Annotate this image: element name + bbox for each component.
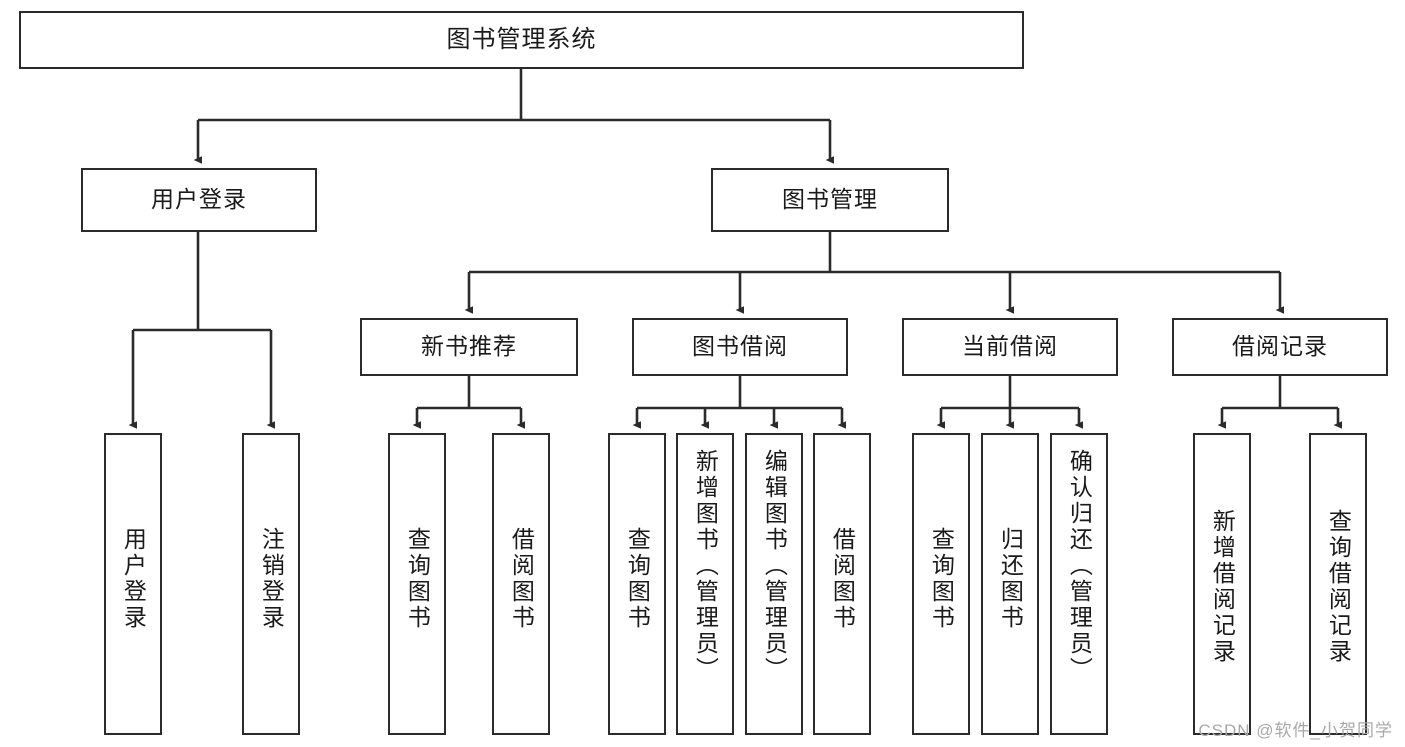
leaf-user-login[interactable]: 用户登录 (104, 433, 162, 735)
node-user-login[interactable]: 用户登录 (81, 168, 317, 232)
leaf-query-book-recommend[interactable]: 查询图书 (388, 433, 446, 735)
leaf-label: 借阅图书 (508, 527, 535, 631)
leaf-label: 新增借阅记录 (1209, 509, 1236, 665)
leaf-label: 借阅图书 (829, 527, 856, 631)
leaf-borrow-book-borrow[interactable]: 借阅图书 (813, 433, 871, 735)
leaf-add-borrow-record[interactable]: 新增借阅记录 (1193, 433, 1251, 735)
node-new-book-recommend[interactable]: 新书推荐 (360, 318, 578, 376)
node-book-management[interactable]: 图书管理 (711, 168, 949, 232)
leaf-label: 新增图书（管理员） (692, 449, 719, 683)
leaf-label: 归还图书 (997, 527, 1024, 631)
node-root-book-management-system[interactable]: 图书管理系统 (19, 11, 1024, 69)
leaf-return-book[interactable]: 归还图书 (981, 433, 1039, 735)
leaf-borrow-book-recommend[interactable]: 借阅图书 (492, 433, 550, 735)
leaf-add-book-admin[interactable]: 新增图书（管理员） (676, 433, 734, 735)
leaf-query-book-current[interactable]: 查询图书 (912, 433, 970, 735)
node-book-borrow[interactable]: 图书借阅 (632, 318, 848, 376)
node-borrow-record[interactable]: 借阅记录 (1172, 318, 1388, 376)
leaf-label: 用户登录 (120, 527, 147, 631)
leaf-edit-book-admin[interactable]: 编辑图书（管理员） (745, 433, 803, 735)
leaf-label: 查询图书 (928, 527, 955, 631)
leaf-label: 查询图书 (404, 527, 431, 631)
leaf-label: 注销登录 (258, 527, 285, 631)
leaf-logout-login[interactable]: 注销登录 (242, 433, 300, 735)
leaf-label: 查询借阅记录 (1325, 509, 1352, 665)
leaf-label: 查询图书 (624, 527, 651, 631)
leaf-label: 编辑图书（管理员） (761, 449, 788, 683)
leaf-label: 确认归还（管理员） (1066, 449, 1093, 683)
leaf-confirm-return-admin[interactable]: 确认归还（管理员） (1050, 433, 1108, 735)
watermark: CSDN @软件_小贺同学 (1198, 721, 1393, 740)
leaf-query-borrow-record[interactable]: 查询借阅记录 (1309, 433, 1367, 735)
leaf-query-book-borrow[interactable]: 查询图书 (608, 433, 666, 735)
node-current-borrow[interactable]: 当前借阅 (902, 318, 1118, 376)
